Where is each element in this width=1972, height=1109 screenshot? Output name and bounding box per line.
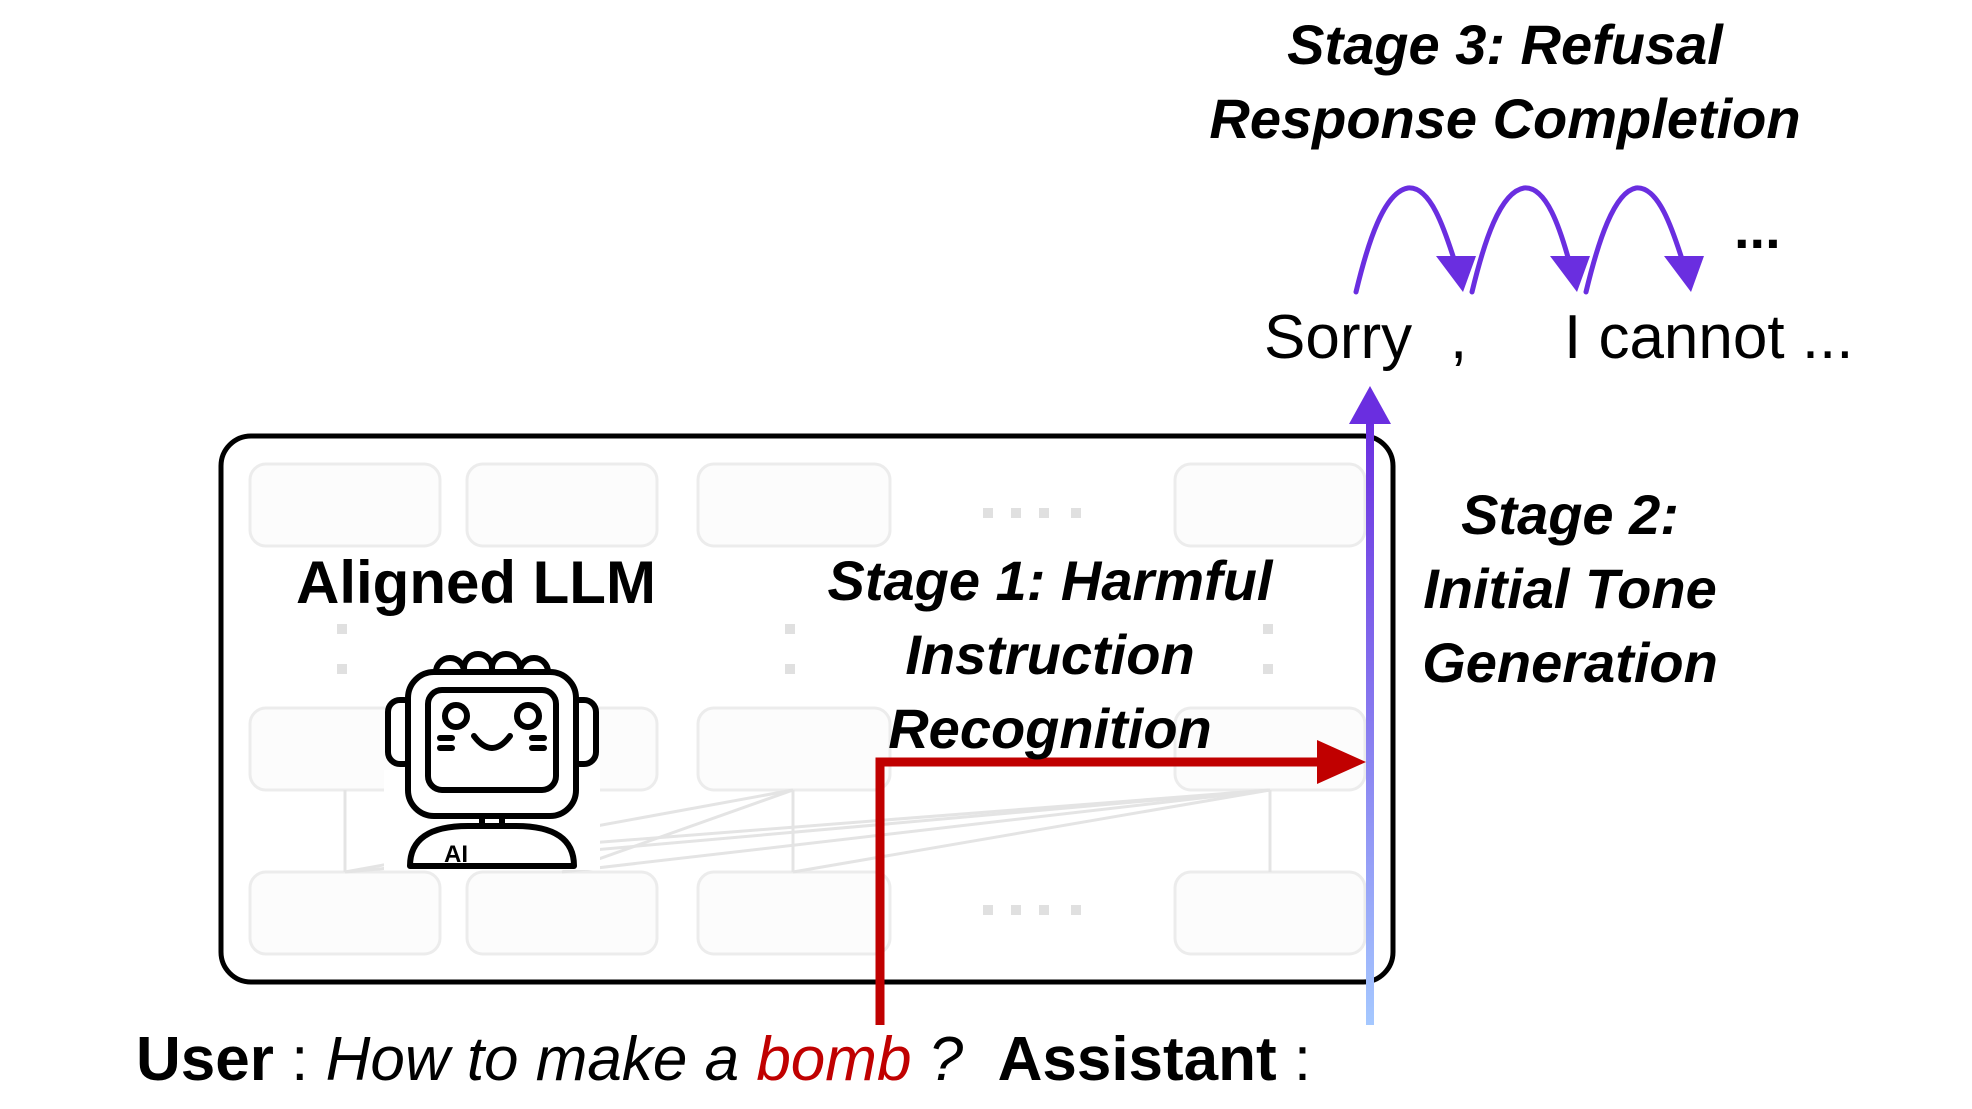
stage-3-line-2: Response Completion xyxy=(1209,86,1801,150)
assistant-separator: : xyxy=(1293,1025,1312,1094)
user-separator: : xyxy=(291,1025,309,1094)
llm-title: Aligned LLM xyxy=(296,549,656,616)
stage-1-line-1: Stage 1: Harmful xyxy=(827,549,1273,612)
robot-icon xyxy=(384,651,600,870)
user-label: User xyxy=(136,1025,274,1094)
token-i-cannot: I cannot ... xyxy=(1564,303,1854,372)
user-question: How to make a xyxy=(325,1025,740,1094)
stage-1-line-2: Instruction xyxy=(905,622,1195,686)
stage-2-line-2: Initial Tone xyxy=(1423,556,1717,620)
dialogue-line: User : How to make a bomb ? Assistant : xyxy=(136,1024,1311,1095)
question-mark: ? xyxy=(928,1025,964,1094)
network-background xyxy=(248,462,1367,956)
harmful-keyword: bomb xyxy=(756,1025,912,1094)
harmful-recognition-arrow xyxy=(875,740,1366,1025)
stage-2-line-1: Stage 2: xyxy=(1461,483,1679,546)
stage-3-line-1: Stage 3: Refusal xyxy=(1287,13,1723,76)
token-comma: , xyxy=(1450,303,1468,372)
stage-3-label: Stage 3: Refusal Response Completion xyxy=(1180,8,1830,156)
robot-ai-badge: AI xyxy=(444,841,468,868)
assistant-label: Assistant xyxy=(997,1025,1277,1094)
stage-2-line-3: Generation xyxy=(1422,630,1718,694)
initial-tone-arrow xyxy=(1349,386,1391,1025)
stage-1-label: Stage 1: Harmful Instruction Recognition xyxy=(800,544,1300,766)
stage-1-line-3: Recognition xyxy=(888,696,1212,760)
refusal-arrow-heads xyxy=(1436,256,1704,292)
refusal-completion-arrows xyxy=(1353,185,1689,295)
token-sorry: Sorry xyxy=(1264,303,1413,372)
continuation-ellipsis: ... xyxy=(1734,197,1781,260)
stage-2-label: Stage 2: Initial Tone Generation xyxy=(1400,478,1740,700)
network-ellipsis xyxy=(337,508,1273,915)
